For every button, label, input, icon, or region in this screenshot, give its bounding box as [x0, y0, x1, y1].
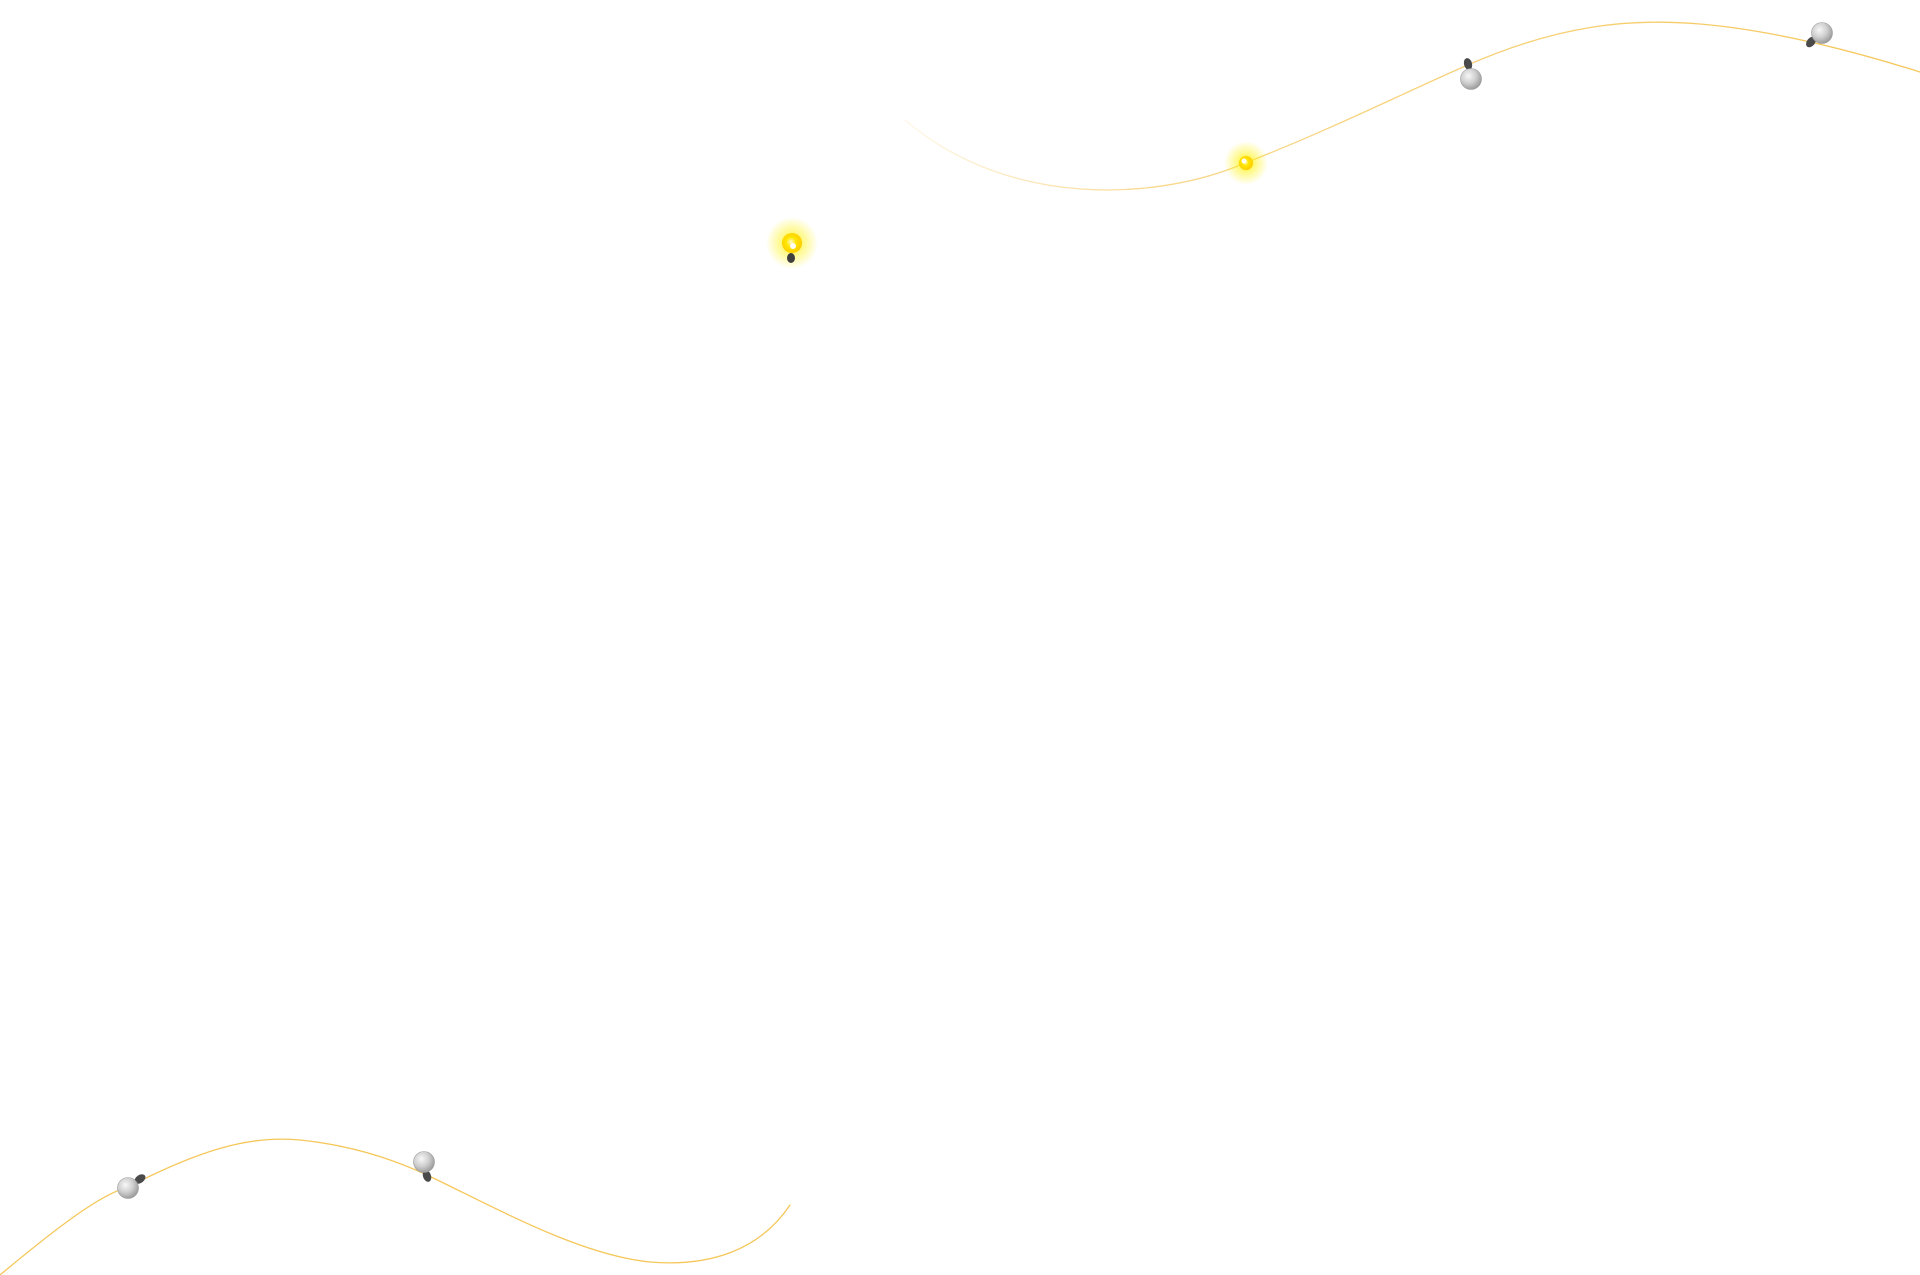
bulb-loose-lit-icon — [766, 217, 818, 269]
top-right-strand — [904, 21, 1920, 191]
bulb-top-off-2-icon — [1806, 22, 1833, 48]
wire-top — [904, 21, 1920, 191]
bulb-top-lit-icon — [1224, 141, 1268, 185]
bulb-top-off-1-icon — [1460, 58, 1482, 90]
bulb-bottom-off-2-icon — [413, 1151, 435, 1182]
wire-bottom — [0, 1138, 791, 1275]
bulb-bottom-off-1-icon — [117, 1174, 146, 1199]
bottom-left-strand — [0, 1138, 791, 1275]
